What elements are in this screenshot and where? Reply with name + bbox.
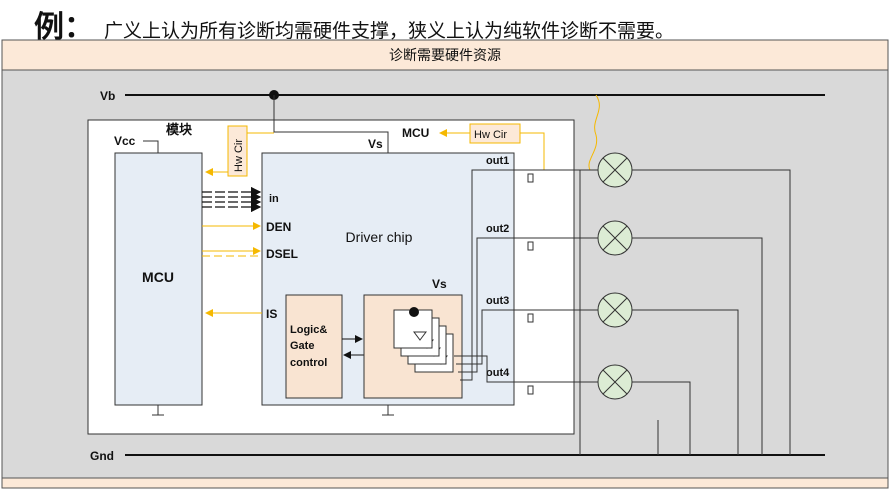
panel-header [1,39,889,71]
lamp-gnd-wire [632,169,791,455]
hw-cir-box-left [227,125,248,177]
hw-cir-label-left: Hw Cir [233,139,245,172]
lamp-gnd-wire [632,381,691,455]
out-label: out3 [486,295,509,307]
gnd-label: Gnd [90,449,114,463]
sense-wire [588,94,600,171]
hw-cir-label-right: Hw Cir [474,129,507,141]
vs-label: Vs [368,137,383,151]
vcc-label: Vcc [114,134,136,148]
resistor-icon [527,241,534,251]
driver-chip-label: Driver chip [346,229,413,245]
out-wire [460,169,598,381]
resistor-icon [527,313,534,323]
out-wire [456,309,598,365]
den-label: DEN [266,220,291,234]
heading-prefix: 例： [34,10,94,45]
panel-footer [1,477,889,489]
out-wire [454,355,598,383]
logic-gate-box [285,294,343,399]
mosfet-node [409,307,419,317]
in-label: in [269,193,279,205]
out-wire [458,237,598,373]
vs-wire [273,95,389,153]
out-label: out1 [486,155,509,167]
mcu-box [114,152,203,406]
lamp-gnd-wire [632,309,739,455]
mcu-ref-label: MCU [402,126,429,140]
logic-label: Logic& Gate control [290,324,330,369]
module-label: 模块 [166,122,193,138]
heading-text: 广义上认为所有诊断均需硬件支撑，狭义上认为纯软件诊断不需要。 [104,20,675,42]
vb-label: Vb [100,89,115,103]
heading: 例： 广义上认为所有诊断均需硬件支撑，狭义上认为纯软件诊断不需要。 [34,2,674,45]
panel-title: 诊断需要硬件资源 [389,48,501,64]
lamp-gnd-wire [632,237,763,455]
out-label: out2 [486,223,509,235]
dsel-label: DSEL [266,247,298,261]
mosfet-stack [393,307,454,373]
resistor-icon [527,173,534,183]
resistor-icon [527,385,534,395]
out-label: out4 [486,367,510,379]
mcu-label: MCU [142,269,174,285]
vs-inner-label: Vs [432,277,447,291]
is-label: IS [266,307,277,321]
